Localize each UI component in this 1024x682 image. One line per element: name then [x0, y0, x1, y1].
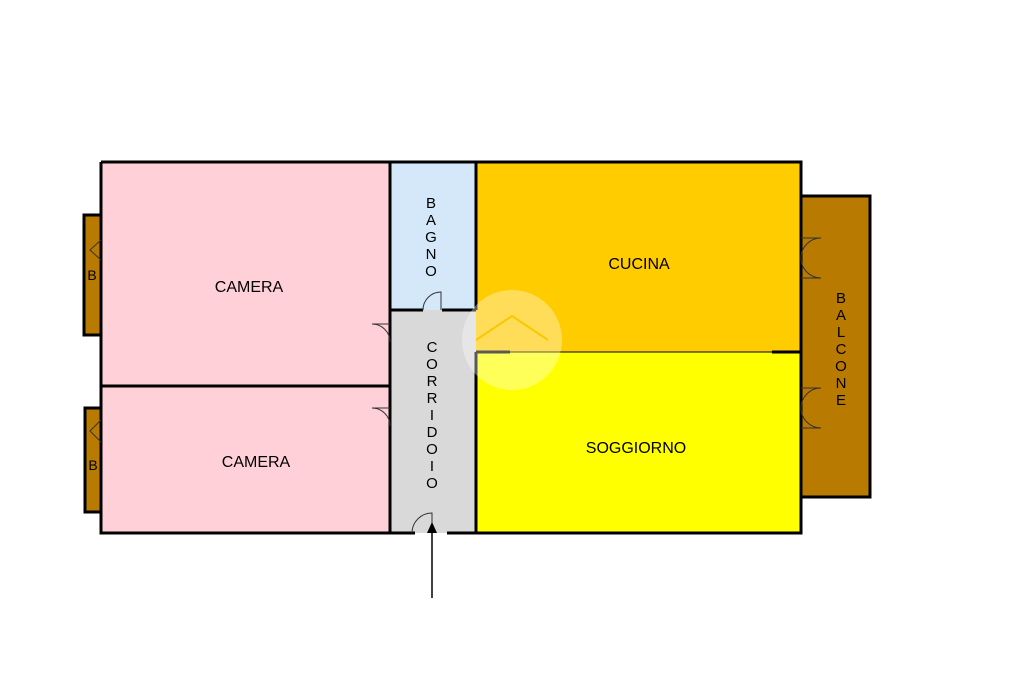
balcony-right [799, 194, 872, 499]
outer-wall [99, 160, 803, 535]
label-camera-bottom: CAMERA [222, 454, 291, 471]
arrow-up-icon [427, 522, 437, 598]
door-balcony-top-a [800, 237, 822, 259]
house-watermark-icon [462, 290, 562, 390]
room-corridoio [390, 310, 476, 533]
room-bagno [390, 162, 476, 310]
door-camera-bottom [371, 407, 391, 427]
room-soggiorno [476, 352, 801, 533]
label-camera-top: CAMERA [215, 279, 284, 296]
door-bagno [422, 291, 442, 311]
door-entrance [411, 512, 433, 534]
door-small-balcony-bottom [89, 419, 102, 443]
label-soggiorno: SOGGIORNO [586, 440, 686, 457]
door-balcony-bottom-a [800, 387, 822, 409]
door-camera-top [371, 323, 391, 343]
door-small-balcony-top [89, 239, 102, 261]
room-cucina [476, 162, 801, 352]
label-cucina: CUCINA [608, 256, 670, 273]
door-balcony-top-b [800, 257, 822, 279]
label-balcony-small-bottom: B [88, 457, 97, 473]
door-balcony-bottom-b [800, 407, 822, 429]
room-camera-top [101, 162, 390, 386]
label-balcony-small-top: B [87, 267, 96, 283]
room-camera-bottom [101, 386, 390, 533]
